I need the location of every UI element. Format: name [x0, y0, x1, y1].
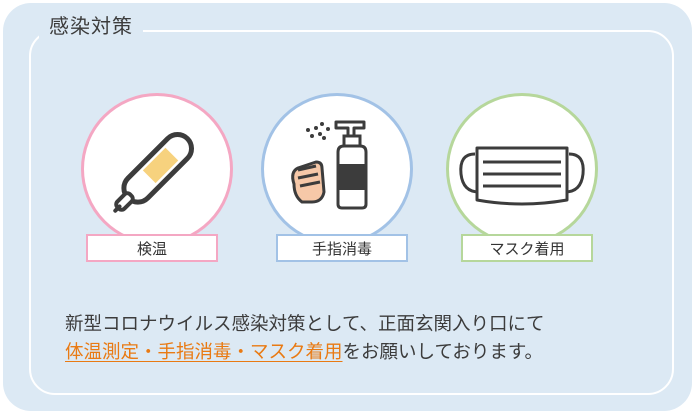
notice-highlight: 体温測定・手指消毒・マスク着用 [65, 342, 343, 363]
infection-control-panel: 感染対策 [3, 3, 692, 411]
notice-line-2-suffix: をお願いしております。 [342, 342, 544, 363]
notice-line-1: 新型コロナウイルス感染対策として、正面玄関入り口にて [65, 314, 545, 335]
notice-line-2: 体温測定・手指消毒・マスク着用をお願いしております。 [65, 339, 545, 367]
inner-frame [29, 30, 674, 395]
face-mask-icon [459, 146, 585, 206]
thermometer-icon [113, 131, 195, 213]
label-temperature-check: 検温 [86, 234, 218, 262]
hand-sanitizer-icon [291, 120, 368, 210]
notice-message: 新型コロナウイルス感染対策として、正面玄関入り口にて 体温測定・手指消毒・マスク… [65, 311, 545, 367]
sanitizer-circle [261, 93, 413, 245]
label-mask-wearing: マスク着用 [461, 234, 593, 262]
mask-circle [446, 93, 598, 245]
panel-title: 感染対策 [39, 9, 143, 43]
thermometer-circle [81, 93, 233, 245]
label-hand-sanitizing: 手指消毒 [276, 234, 408, 262]
